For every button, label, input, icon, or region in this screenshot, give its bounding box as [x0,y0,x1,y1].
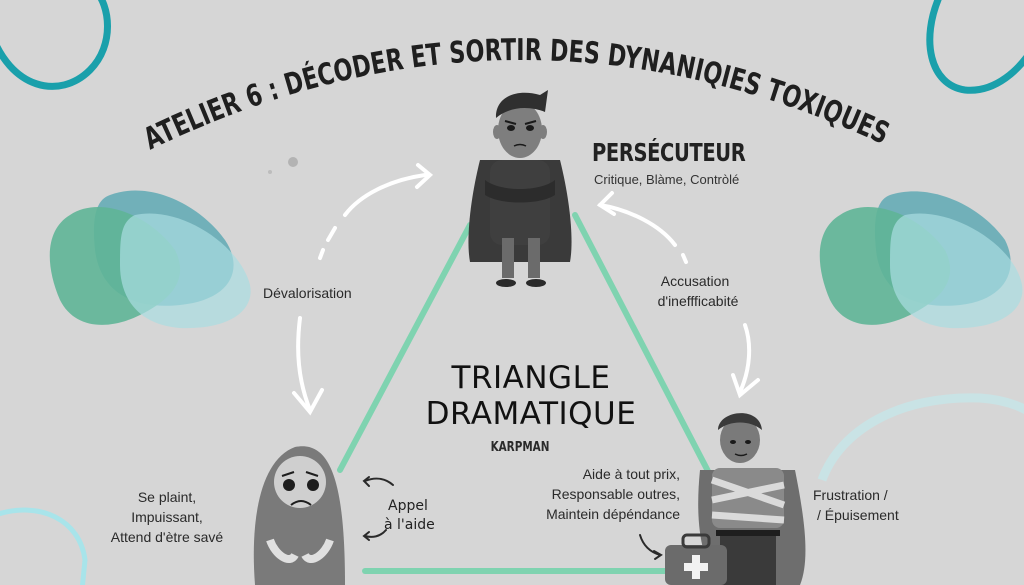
teal-loop-top-left [0,0,111,90]
victim-trait-1: Se plaint, [137,489,197,505]
accusation-line1: Accusation [660,273,730,289]
persecutor-traits: Critique, Blàme, Contròlé [594,172,740,187]
rescuer-trait-3: Maintein dépéndance [546,506,680,522]
drama-triangle [337,212,713,574]
rescuer-figure [665,413,806,585]
appel-line1: Appel [388,498,428,514]
victim-figure [253,446,345,585]
victim-loop-label: Appel à l'aide [384,497,435,535]
outcome-line2: / Épuisement [817,507,899,523]
accusation-line2: d'ineffficabité [657,293,739,309]
arrow-appel-aide [362,476,394,541]
page-title: ATELIER 6 : DÉCODER ET SORTIR DES DYNANI… [138,33,894,157]
blob-cluster-right [819,191,1023,329]
rescuer-traits: Aide à tout prix, Responsable outres, Ma… [520,464,680,524]
arrow-accusation [596,191,760,399]
teal-loop-top-right [926,0,1024,94]
blob-cluster-left [49,190,251,329]
rescuer-trait-1: Aide à tout prix, [582,466,680,482]
persecutor-title: PERSÉCUTEUR [592,138,746,167]
outcome-line1: Frustration / [813,487,888,503]
triangle-title-line1: TRIANGLE [451,360,611,396]
appel-line2: à l'aide [384,517,435,533]
persecutor-figure [468,90,572,287]
arrow-devalorisation [292,163,434,416]
victim-traits: Se plaint, Impuissant, Attend d'ètre sav… [92,487,242,547]
triangle-title: TRIANGLE DRAMATIQUE [400,360,662,432]
victim-trait-2: Impuissant, [131,509,203,525]
rescuer-outcome: Frustration / / Épuisement [813,485,899,525]
arrow-to-kit [639,534,663,560]
title-textpath: ATELIER 6 : DÉCODER ET SORTIR DES DYNANI… [138,33,894,157]
rescuer-trait-2: Responsable outres, [551,486,680,502]
svg-text:ATELIER 6 : DÉCODER ET SORTIR: ATELIER 6 : DÉCODER ET SORTIR DES DYNANI… [138,33,894,157]
light-arc-bottom-left [0,507,88,585]
arrow-label-accusation: Accusation d'ineffficabité [640,271,750,311]
arrow-label-devalorisation: Dévalorisation [263,285,352,301]
triangle-title-line2: DRAMATIQUE [425,396,637,432]
faint-arc-bottom-right [817,393,1024,482]
triangle-subtitle: KARPMAN [490,440,550,455]
victim-trait-3: Attend d'ètre savé [110,529,224,545]
